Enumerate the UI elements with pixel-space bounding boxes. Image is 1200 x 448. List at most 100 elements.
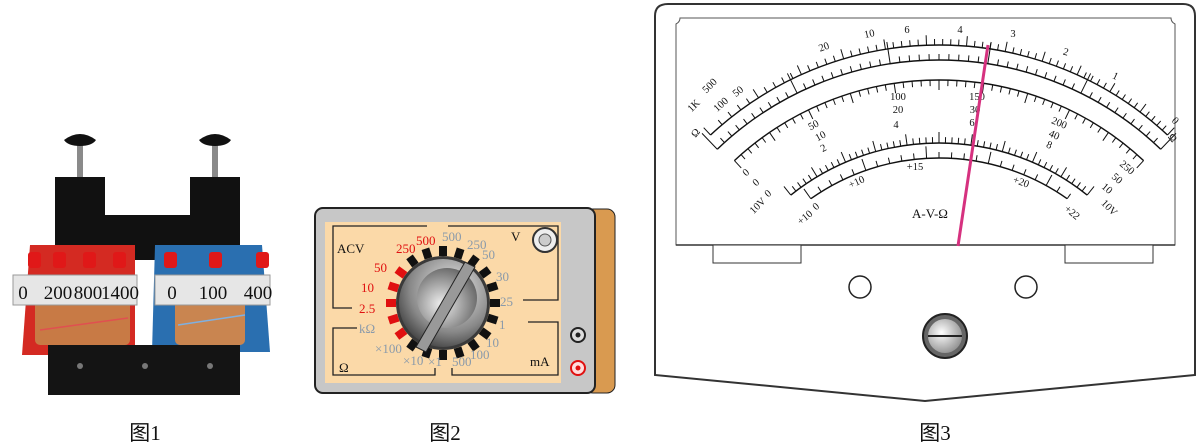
dc10-label: 6: [969, 118, 974, 129]
detent-tab: [406, 338, 419, 352]
scale-tick: [1006, 61, 1009, 68]
primary-coil: [35, 300, 130, 345]
scale-tick: [973, 82, 976, 89]
dcv-range: 30: [496, 269, 509, 284]
dcv-range: 500: [442, 229, 462, 244]
terminal-label: 1400: [101, 283, 139, 304]
scale-tick: [807, 109, 814, 120]
scale-tick: [977, 56, 980, 63]
dc50-label: 40: [1047, 129, 1061, 143]
scale-tick: [1024, 93, 1029, 104]
detent-tab: [486, 281, 499, 293]
scale-tick: [905, 134, 908, 146]
scale-tick: [997, 44, 1000, 51]
scale-tick: [1167, 127, 1175, 136]
scale-tick: [781, 77, 785, 84]
mechanical-zero-screw[interactable]: [922, 313, 968, 359]
scale-tick: [1060, 167, 1068, 178]
ohm-unit: kΩ: [359, 321, 375, 336]
db-scale-arc: [810, 157, 1068, 200]
scale-tick: [1034, 53, 1038, 60]
scale-tick: [1007, 147, 1011, 154]
scale-tick: [867, 46, 870, 53]
scale-tick: [763, 86, 768, 93]
scale-tick: [851, 169, 855, 175]
mirror-slot-left: [712, 244, 802, 264]
scale-tick: [983, 141, 986, 148]
acv-range: 2.5: [359, 301, 375, 316]
scale-tick: [1083, 72, 1087, 79]
dc250-label: 50: [807, 118, 821, 133]
scale-tick: [1076, 65, 1082, 75]
detent-tab: [394, 327, 408, 340]
scale-tick: [869, 61, 872, 68]
dcv-range: 50: [482, 247, 495, 262]
scale-tick: [887, 157, 891, 164]
ma-range: 100: [470, 347, 490, 362]
scale-tick: [759, 107, 764, 113]
detent-tab: [439, 350, 447, 360]
scale-tick: [1133, 102, 1139, 109]
scale-tick: [1026, 153, 1030, 160]
scale-tick: [987, 151, 992, 164]
scale-tick: [841, 96, 845, 103]
scale-tick: [1004, 41, 1008, 52]
scale-tick: [785, 92, 789, 98]
figure3-meter-face: 1K 500 100 50 20 10 6 4 3 2 1 0 Ω Ω 0 10…: [654, 3, 1196, 445]
scale-tick: [1150, 115, 1156, 122]
scale-tick: [1049, 164, 1054, 171]
mirror-slot-right: [1064, 244, 1154, 264]
detent-tab: [486, 313, 499, 325]
scale-tick: [1130, 118, 1135, 125]
scale-tick: [886, 142, 889, 149]
scale-tick: [796, 65, 802, 75]
scale-tick: [1156, 120, 1162, 126]
scale-tick: [925, 146, 928, 159]
detent-tab: [387, 313, 400, 325]
scale-tick: [1058, 105, 1062, 112]
scale-tick: [967, 55, 970, 62]
scale-tick: [747, 148, 753, 154]
scale-tick: [1111, 137, 1117, 143]
scale-tick: [815, 61, 819, 68]
base: [48, 345, 240, 395]
scale-tick: [727, 131, 733, 137]
scale-tick: [1136, 160, 1144, 169]
scale-tick: [786, 73, 798, 94]
selector-detents: [386, 246, 500, 360]
scale-tick: [1033, 96, 1037, 103]
scale-tick: [1055, 60, 1059, 67]
scale-tick: [886, 41, 891, 64]
scale-tick: [840, 49, 845, 59]
detent-tab: [467, 254, 480, 268]
scale-tick: [999, 86, 1003, 93]
dcv-range: 1: [499, 317, 506, 332]
scale-tick: [999, 160, 1003, 167]
scale-tick: [1074, 113, 1079, 120]
scale-tick: [973, 40, 976, 47]
dc250-label: 100: [890, 92, 906, 103]
scale-tick: [913, 153, 915, 160]
scale-tick: [1001, 140, 1006, 152]
scale-tick: [776, 96, 781, 103]
range-dividers: [332, 225, 559, 376]
scale-tick: [740, 154, 746, 160]
scale-tick: [839, 174, 844, 181]
scale-tick: [754, 142, 760, 149]
ohm-scale-label: 2: [1062, 47, 1070, 59]
detent-tab: [490, 299, 500, 307]
scale-tick: [912, 138, 914, 145]
scale-tick: [824, 102, 828, 109]
db-label: +15: [907, 162, 923, 173]
scale-tick: [911, 81, 914, 88]
scale-tick: [789, 72, 794, 79]
detent-tab: [439, 246, 447, 256]
scale-tick: [1065, 174, 1071, 181]
scale-tick: [1145, 111, 1150, 117]
scale-tick: [803, 188, 812, 200]
scale-tick: [734, 160, 742, 169]
scale-tick: [1056, 186, 1061, 193]
scale-tick: [830, 72, 834, 79]
figure3-caption: 图3: [919, 421, 951, 445]
scale-tick: [861, 149, 864, 156]
